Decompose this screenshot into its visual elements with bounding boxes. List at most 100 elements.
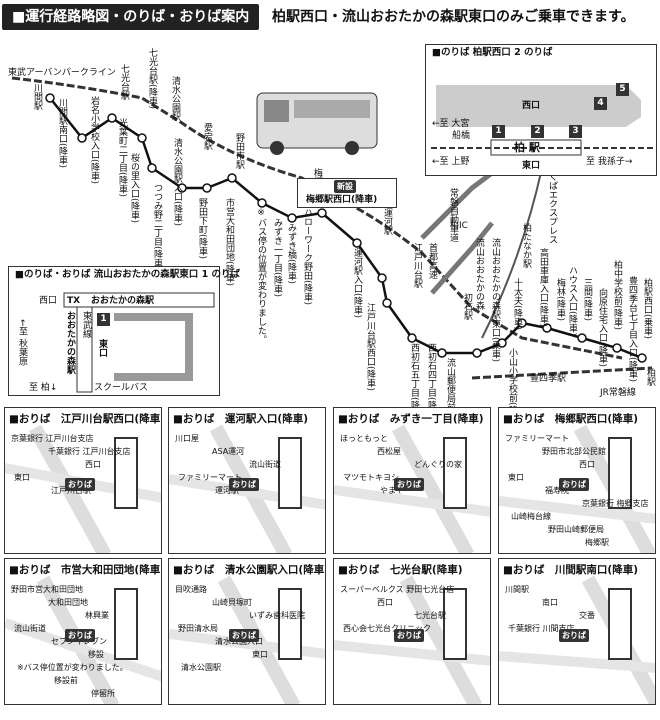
stop-22: 梅林(降車) [555, 278, 565, 322]
new-stop-badge: 新設 [334, 180, 356, 193]
stop-12: みずき橋(降車) [286, 223, 296, 285]
panel-label: 福寿院 [545, 486, 569, 495]
panel-map [499, 424, 655, 553]
stop-26: 柏中学校前(降車) [612, 260, 622, 331]
stop-panel: ■おりば 七光台駅(降車)スーパーベルクス 野田七光台店西口七光台駅西心会七光台… [333, 558, 491, 705]
kashiwa-inset-title: ■のりば 柏駅西口 2 のりば [432, 47, 553, 58]
panel-title: ■おりば みずき一丁目(降車) [338, 413, 484, 425]
station-edogawadai: 江戸川台駅 [412, 243, 422, 288]
panel-label: マツモトキヨシ [343, 473, 399, 482]
route-map: 東武アーバンパークライン 川間駅 七光台駅 清水公園駅 愛宕駅 野田市駅 梅郷駅… [2, 38, 658, 437]
stop-14: 江戸川台駅西口(降車) [365, 303, 375, 392]
header-message: 柏駅西口・流山おおたかの森駅東口のみご乗車できます。 [272, 9, 635, 25]
panel-map [169, 575, 325, 704]
new-stop-name: 梅郷駅西口(降車) [306, 195, 378, 205]
panel-label: 京葉銀行 梅郷支店 [582, 499, 649, 508]
line-label: 東武アーバンパークライン [8, 68, 116, 78]
stop-5: 清水公園駅入口(降車) [172, 138, 182, 227]
panel-label: 川口屋 [175, 434, 199, 443]
panel-title: ■おりば 清水公園駅入口(降車) [173, 564, 326, 576]
panel-label: 山崎梅台線 [511, 512, 551, 521]
panel-map [499, 575, 655, 704]
stop-11: みずき一丁目(降車) [272, 218, 282, 298]
stop-10: ハローワーク野田(降車) [302, 208, 312, 306]
stop-panel: ■おりば 清水公園駅入口(降車)目吹通路山崎貝塚町いずみ歯科医院野田清水局清水公… [168, 558, 326, 705]
stop-0: 川間駅南口(降車) [57, 98, 67, 169]
panel-label: 流山街道 [249, 460, 281, 469]
station-atago: 愛宕駅 [202, 123, 212, 150]
kashiwa-inset: ■のりば 柏駅西口 2 のりば 西口 柏 駅 東口 ←至 大宮 船橋 ←至 上野… [425, 44, 657, 176]
stop-15: 西初石五丁目(降車) [409, 343, 419, 423]
school-bus: スクールバス [94, 383, 149, 393]
panel-label: 七光台駅 [414, 611, 446, 620]
station-nanakodai: 七光台駅 [119, 64, 129, 100]
panel-title: ■おりば 川間駅南口(降車) [503, 564, 639, 576]
station-shimizukoen: 清水公園駅 [170, 76, 180, 121]
stop-panel: ■おりば みずき一丁目(降車)ほっともっと西松屋どんぐりの家マツモトキヨシやまや… [333, 407, 491, 554]
stop-4: 桜の里入口(降車) [129, 153, 139, 224]
panel-label: 南口 [542, 598, 558, 607]
stop-3: 七光台駅(降車) [147, 48, 157, 110]
bay-3: 3 [569, 125, 582, 138]
panel-label: 停留所 [91, 689, 115, 698]
to-omiya: ←至 大宮 [432, 119, 470, 129]
alight-badge: おりば [559, 478, 589, 491]
panel-label: 川間駅 [505, 585, 529, 594]
stop-panel: ■おりば 江戸川台駅西口(降車)京葉銀行 江戸川台支店千葉銀行 江戸川台支店西口… [4, 407, 162, 554]
panel-title: ■おりば 市営大和田団地(降車) [9, 564, 162, 576]
kashiwa-west: 西口 [522, 101, 541, 111]
ic-label: 柏IC [450, 221, 468, 231]
stop-panel: ■おりば 梅郷駅西口(降車)ファミリーマート野田市北部公民館西口東口福寿院京葉銀… [498, 407, 656, 554]
kashiwa-east: 東口 [522, 161, 541, 171]
header: ■運行経路略図・のりば・おりば案内 柏駅西口・流山おおたかの森駅東口のみご乗車で… [0, 0, 660, 34]
panel-label: 林興業 [85, 611, 109, 620]
stop-27: 豊四季台七丁目入口(降車) [627, 276, 637, 383]
panel-label: 移設前 [54, 676, 78, 685]
tx-label: つくばエクスプレス [547, 163, 557, 244]
otaka-station2: おおたかの森駅 [65, 311, 75, 374]
stop-17: 流山郵便局前(降車) [445, 358, 455, 438]
panel-label: 千葉銀行 江戸川台支店 [48, 447, 131, 456]
stop-20: 小山小学校前(降車) [507, 348, 517, 428]
otaka-tx: TX [67, 296, 81, 306]
bay-4: 4 [594, 97, 607, 110]
stop-21: 高田車庫入口(降車) [538, 248, 548, 328]
stop-8: 野田下町(降車) [197, 198, 207, 260]
alight-badge: おりば [65, 629, 95, 642]
panel-label: いずみ歯科医院 [249, 611, 305, 620]
otaka-west: 西口 [39, 296, 58, 306]
panel-label: どんぐりの家 [414, 460, 462, 469]
otaka-bay-1: 1 [97, 313, 110, 326]
stop-23: ハウス入口(降車) [567, 266, 577, 337]
panel-map [169, 424, 325, 553]
panel-label: 東口 [14, 473, 30, 482]
bay-2: 2 [531, 125, 544, 138]
stop-25: 向原住宅入口(降車) [597, 288, 607, 368]
panel-map [334, 424, 490, 553]
panel-title: ■おりば 運河駅入口(降車) [173, 413, 309, 425]
stop-2: 光葉町二丁目(降車) [117, 118, 127, 198]
to-akiba: ←至 秋葉原 [17, 319, 27, 366]
stop-panel: ■おりば 川間駅南口(降車)川間駅南口交番千葉銀行 川間支店おりば [498, 558, 656, 705]
panel-map [5, 575, 161, 704]
panel-label: 流山街道 [14, 624, 46, 633]
otaka-label: 流山おおたかの森 [474, 238, 484, 310]
alight-badge: おりば [394, 478, 424, 491]
otaka-tobu: 東武線 [81, 311, 91, 338]
stop-6: つつみ野二丁目(降車) [152, 183, 162, 272]
panel-label: 千葉銀行 川間支店 [508, 624, 575, 633]
panel-label: 西心会七光台クリニック [343, 624, 431, 633]
jr-label: JR常磐線 [600, 388, 636, 398]
tanaka-label: 柏たなか駅 [521, 223, 531, 268]
bay-1: 1 [492, 125, 505, 138]
panel-label: 野田市営大和田団地 [11, 585, 83, 594]
panel-label: やまや [380, 486, 404, 495]
panel-label: 目吹通路 [175, 585, 207, 594]
bay-5: 5 [616, 83, 629, 96]
panel-label: 梅郷駅 [585, 538, 609, 547]
panel-title: ■おりば 江戸川台駅西口(降車) [9, 413, 162, 425]
panel-label: 東口 [508, 473, 524, 482]
stop-13: 運河駅入口(降車) [352, 248, 362, 319]
alight-badge: おりば [229, 629, 259, 642]
panel-label: スーパーベルクス 野田七光台店 [340, 585, 455, 594]
